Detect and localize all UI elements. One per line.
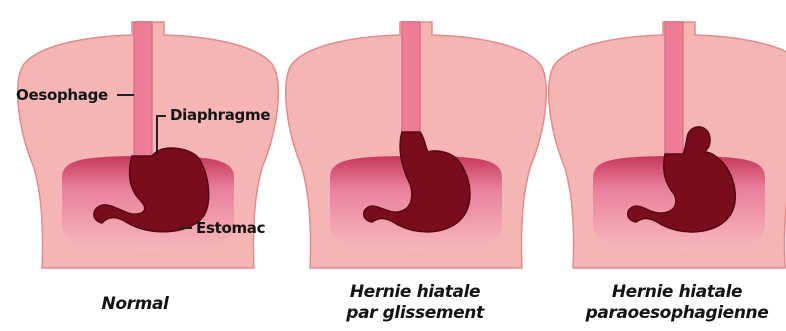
caption-sliding-line1: Hernie hiatale xyxy=(350,282,480,302)
esophagus-paraesophageal xyxy=(665,22,683,156)
caption-normal: Normal xyxy=(60,294,210,315)
esophagus-sliding xyxy=(402,22,420,134)
panel-sliding-hernia xyxy=(286,22,547,268)
caption-sliding-hernia: Hernie hiatale par glissement xyxy=(320,282,510,324)
caption-para-line1: Hernie hiatale xyxy=(612,282,742,302)
caption-paraesophageal-hernia: Hernie hiatale paraoesophagienne xyxy=(572,282,782,324)
label-estomac: Estomac xyxy=(196,219,265,237)
caption-para-line2: paraoesophagienne xyxy=(586,303,769,323)
label-oesophage: Oesophage xyxy=(16,86,108,104)
caption-sliding-line2: par glissement xyxy=(346,303,483,323)
panel-paraesophageal-hernia xyxy=(549,22,786,268)
esophagus-normal xyxy=(134,22,152,156)
label-diaphragme: Diaphragme xyxy=(170,106,270,124)
